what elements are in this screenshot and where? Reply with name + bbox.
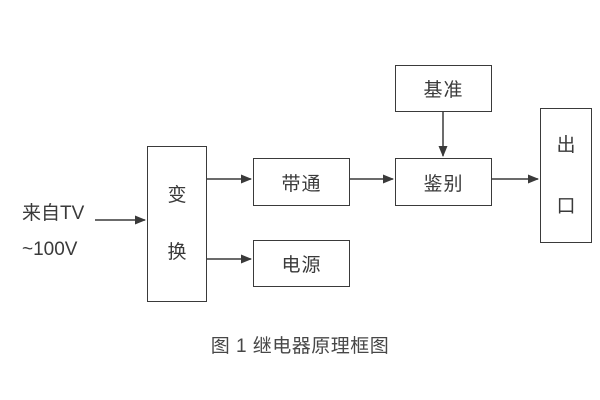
block-discriminate-label: 鉴别 <box>423 173 464 195</box>
block-discriminate: 鉴别 <box>395 158 492 206</box>
block-transform: 变 换 <box>147 146 207 302</box>
block-bandpass-label: 带通 <box>281 173 322 195</box>
block-output-label-char2: 口 <box>556 195 576 217</box>
input-source-label: 来自TV ~100V <box>22 196 84 268</box>
block-transform-label-char2: 换 <box>167 242 187 263</box>
block-bandpass: 带通 <box>253 158 350 206</box>
block-output: 出 口 <box>540 108 592 243</box>
block-transform-label-char1: 变 <box>167 185 187 206</box>
block-power-label: 电源 <box>281 255 322 276</box>
block-output-label-char1: 出 <box>556 134 576 156</box>
input-source-line2: ~100V <box>22 239 78 260</box>
block-reference-label: 基准 <box>423 80 464 101</box>
block-power: 电源 <box>253 240 350 287</box>
input-source-line1: 来自TV <box>22 203 85 224</box>
block-reference: 基准 <box>395 65 492 112</box>
figure-caption: 图 1 继电器原理框图 <box>210 336 390 357</box>
